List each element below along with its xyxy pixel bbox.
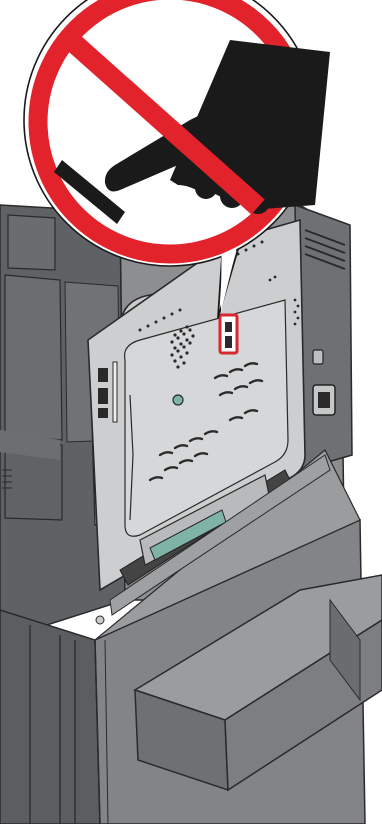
usb-port-highlight [220,315,237,353]
